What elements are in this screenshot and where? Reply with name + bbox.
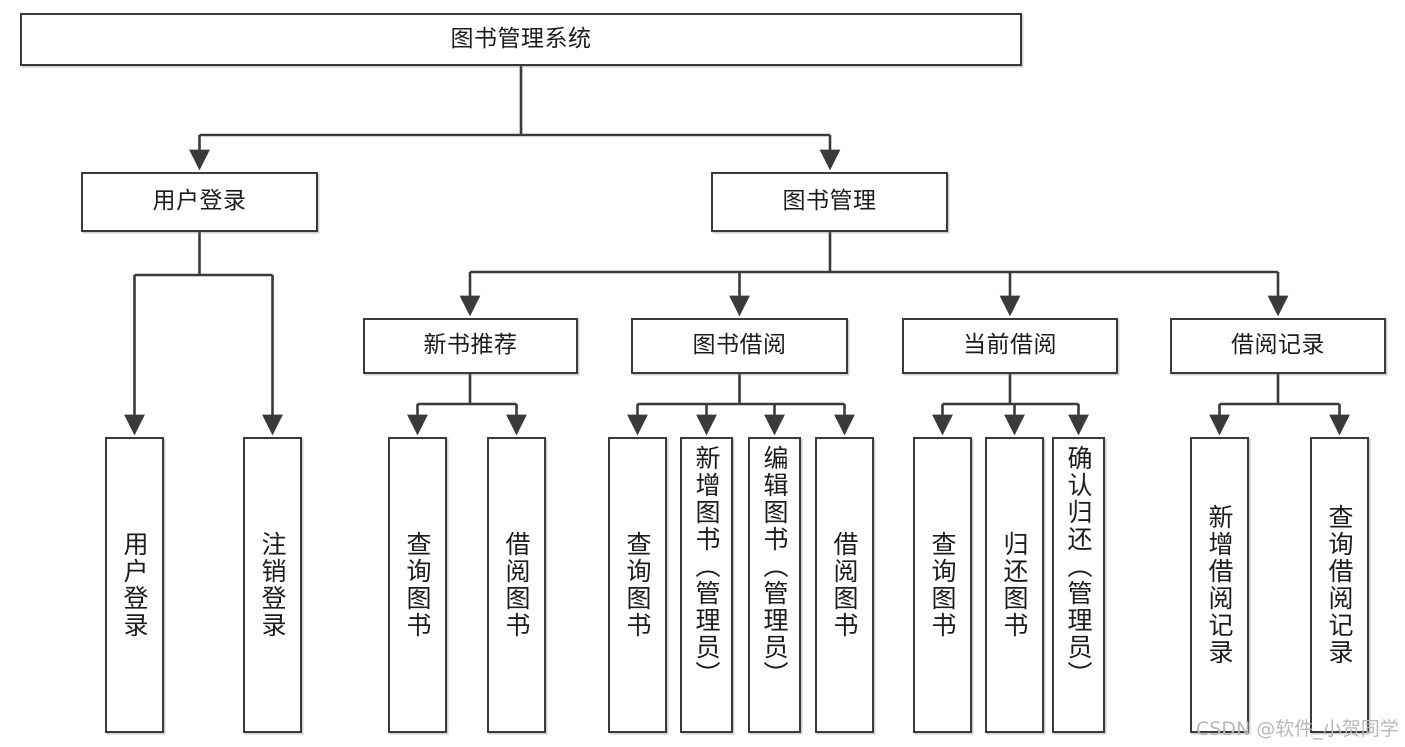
- node-book-manage[interactable]: 图书管理: [711, 172, 948, 232]
- node-leaf-borrow-book-1-label: 借阅图书: [502, 531, 531, 639]
- node-leaf-query-book-1-label: 查询图书: [403, 531, 432, 639]
- csdn-watermark: CSDN @软件_小贺同学: [1196, 718, 1399, 740]
- node-new-book-rec-label: 新书推荐: [423, 332, 518, 359]
- node-leaf-query-record[interactable]: 查询借阅记录: [1310, 437, 1369, 733]
- node-leaf-return-book-label: 归还图书: [1000, 531, 1029, 639]
- node-leaf-add-record-label: 新增借阅记录: [1205, 504, 1234, 666]
- node-leaf-query-book-1[interactable]: 查询图书: [388, 437, 447, 733]
- node-root-label: 图书管理系统: [450, 25, 592, 52]
- node-leaf-query-book-2-label: 查询图书: [623, 531, 652, 639]
- node-leaf-add-book[interactable]: 新增图书（管理员）: [680, 437, 733, 733]
- node-leaf-borrow-book-2[interactable]: 借阅图书: [815, 437, 874, 733]
- node-leaf-add-book-label: 新增图书（管理员）: [692, 445, 721, 688]
- node-leaf-borrow-book-1[interactable]: 借阅图书: [487, 437, 546, 733]
- node-borrow-record[interactable]: 借阅记录: [1170, 318, 1386, 374]
- node-current-borrow-label: 当前借阅: [963, 332, 1057, 359]
- node-leaf-edit-book-label: 编辑图书（管理员）: [760, 445, 789, 688]
- node-book-borrow[interactable]: 图书借阅: [631, 318, 848, 374]
- node-root[interactable]: 图书管理系统: [20, 13, 1022, 66]
- node-leaf-user-login-label: 用户登录: [120, 531, 149, 639]
- node-borrow-record-label: 借阅记录: [1231, 332, 1325, 359]
- node-leaf-confirm-return[interactable]: 确认归还（管理员）: [1052, 437, 1105, 733]
- node-book-borrow-label: 图书借阅: [692, 332, 787, 359]
- node-leaf-confirm-return-label: 确认归还（管理员）: [1064, 445, 1093, 688]
- node-leaf-user-logout[interactable]: 注销登录: [243, 437, 302, 733]
- node-leaf-add-record[interactable]: 新增借阅记录: [1190, 437, 1249, 733]
- node-leaf-query-book-3[interactable]: 查询图书: [913, 437, 972, 733]
- node-leaf-query-book-3-label: 查询图书: [928, 531, 957, 639]
- node-book-manage-label: 图书管理: [782, 188, 877, 215]
- node-leaf-query-record-label: 查询借阅记录: [1325, 504, 1354, 666]
- node-leaf-user-logout-label: 注销登录: [258, 531, 287, 639]
- node-new-book-rec[interactable]: 新书推荐: [363, 318, 578, 374]
- node-leaf-edit-book[interactable]: 编辑图书（管理员）: [748, 437, 801, 733]
- node-leaf-return-book[interactable]: 归还图书: [985, 437, 1044, 733]
- node-user-login[interactable]: 用户登录: [81, 172, 318, 232]
- node-leaf-borrow-book-2-label: 借阅图书: [830, 531, 859, 639]
- node-leaf-query-book-2[interactable]: 查询图书: [608, 437, 667, 733]
- node-current-borrow[interactable]: 当前借阅: [902, 318, 1118, 374]
- node-user-login-label: 用户登录: [152, 188, 247, 215]
- node-leaf-user-login[interactable]: 用户登录: [105, 437, 164, 733]
